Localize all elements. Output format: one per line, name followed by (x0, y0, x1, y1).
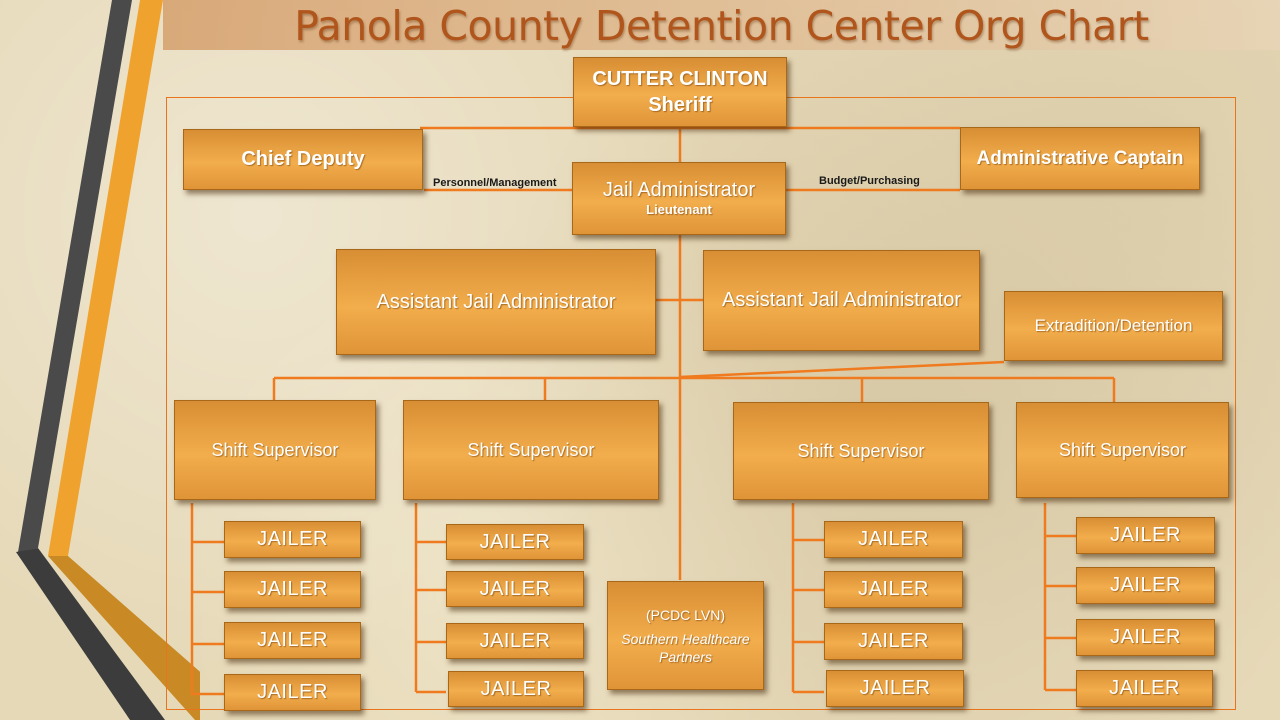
jailer-box: JAILER (224, 521, 361, 558)
shift-supervisor-box: Shift Supervisor (733, 402, 989, 500)
sheriff-role: Sheriff (648, 94, 712, 116)
admin-captain-label: Administrative Captain (976, 147, 1184, 169)
jailer-label: JAILER (479, 629, 551, 652)
jailer-label: JAILER (858, 630, 929, 652)
jailer-box: JAILER (824, 521, 963, 558)
jailer-label: JAILER (1109, 677, 1180, 699)
jailer-box: JAILER (824, 623, 963, 660)
jailer-box: JAILER (224, 622, 361, 659)
edge-label-personnel: Personnel/Management (433, 177, 557, 189)
jailer-box: JAILER (824, 571, 963, 608)
chief-deputy-box: Chief Deputy (183, 129, 423, 190)
jailer-box: JAILER (446, 571, 584, 607)
assistant-jail-admin-box: Assistant Jail Administrator (703, 250, 980, 351)
jailer-label: JAILER (1110, 626, 1181, 648)
jail-admin-box: Jail Administrator Lieutenant (572, 162, 786, 235)
extradition-label: Extradition/Detention (1034, 316, 1193, 335)
jailer-box: JAILER (446, 524, 584, 560)
jailer-label: JAILER (479, 577, 551, 600)
jailer-label: JAILER (257, 681, 328, 703)
assistant-jail-admin-label: Assistant Jail Administrator (722, 289, 961, 311)
jailer-label: JAILER (1110, 524, 1181, 546)
jailer-label: JAILER (858, 528, 929, 550)
page-title: Panola County Detention Center Org Chart (294, 2, 1149, 50)
title-bar (163, 0, 1280, 50)
decorative-stripes (16, 0, 200, 720)
jailer-box: JAILER (1076, 670, 1213, 707)
jailer-label: JAILER (858, 578, 929, 600)
medical-box: (PCDC LVN) Southern Healthcare Partners (607, 581, 764, 690)
admin-captain-box: Administrative Captain (960, 127, 1200, 190)
edge-label-budget: Budget/Purchasing (819, 175, 920, 187)
jailer-label: JAILER (257, 528, 328, 550)
jailer-label: JAILER (257, 578, 328, 600)
assistant-jail-admin-label: Assistant Jail Administrator (376, 290, 616, 313)
jailer-box: JAILER (1076, 567, 1215, 604)
shift-supervisor-box: Shift Supervisor (1016, 402, 1229, 498)
shift-supervisor-label: Shift Supervisor (467, 439, 595, 460)
medical-provider-name: Southern Healthcare Partners (621, 630, 750, 665)
sheriff-name: CUTTER CLINTON (592, 68, 768, 90)
jailer-box: JAILER (1076, 517, 1215, 554)
jailer-box: JAILER (826, 670, 964, 707)
jailer-box: JAILER (446, 623, 584, 659)
shift-supervisor-box: Shift Supervisor (174, 400, 376, 500)
shift-supervisor-box: Shift Supervisor (403, 400, 659, 500)
jailer-label: JAILER (1110, 574, 1181, 596)
jail-admin-title: Jail Administrator (602, 179, 756, 201)
jailer-box: JAILER (448, 671, 584, 707)
jailer-box: JAILER (224, 674, 361, 711)
assistant-jail-admin-box: Assistant Jail Administrator (336, 249, 656, 355)
shift-supervisor-label: Shift Supervisor (211, 439, 339, 460)
jailer-label: JAILER (479, 530, 551, 553)
jailer-label: JAILER (480, 677, 552, 700)
sheriff-box: CUTTER CLINTON Sheriff (573, 57, 787, 127)
extradition-box: Extradition/Detention (1004, 291, 1223, 361)
chief-deputy-label: Chief Deputy (241, 148, 365, 170)
shift-supervisor-label: Shift Supervisor (1058, 439, 1187, 460)
jailer-label: JAILER (257, 629, 328, 651)
jailer-label: JAILER (859, 677, 931, 699)
jail-admin-rank: Lieutenant (646, 202, 712, 217)
jailer-box: JAILER (224, 571, 361, 608)
medical-provider-title: (PCDC LVN) (645, 606, 726, 623)
jailer-box: JAILER (1076, 619, 1215, 656)
shift-supervisor-label: Shift Supervisor (797, 440, 925, 461)
